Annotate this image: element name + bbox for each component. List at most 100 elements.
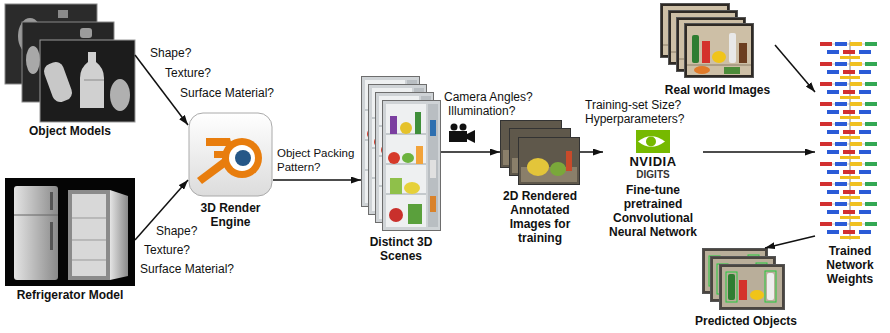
image-spacer: [5, 4, 135, 122]
node-caption: Real world Images: [660, 83, 775, 97]
image-node: Real world Images: [660, 3, 775, 97]
object-models-image-part: [40, 40, 135, 122]
blender-logo-part: [222, 138, 262, 178]
parameter-question: Surface Material?: [140, 262, 234, 276]
node-caption: Refrigerator Model: [5, 288, 135, 302]
predicted-images-stack: [703, 249, 785, 310]
image-node: Trained Network Weights: [815, 40, 885, 286]
refrigerator-model-image-part: [68, 190, 110, 280]
node-caption: Object Models: [5, 124, 135, 138]
flow-arrow: [703, 151, 815, 153]
nvidia-logo-part: [636, 130, 670, 153]
flow-arrow: [580, 151, 603, 153]
image-spacer: [188, 112, 273, 199]
image-spacer: [815, 40, 885, 242]
node-caption: Predicted Objects: [692, 314, 800, 328]
parameter-question: Training-set Size?: [585, 98, 681, 112]
node-caption: 2D Rendered Annotated Images for trainin…: [500, 189, 580, 245]
camera-icon: [449, 124, 475, 144]
image-spacer: [692, 248, 800, 312]
image-node: Predicted Objects: [692, 248, 800, 328]
refrigerator-model-image-part: [5, 178, 135, 286]
refrigerator-model-image-part: [72, 240, 106, 241]
object-models-image-part: [80, 28, 92, 38]
network-graph: [820, 40, 877, 240]
blender-logo-part: [189, 113, 272, 196]
object-models-image-part: [58, 10, 68, 18]
refrigerator-model-image-part: [14, 186, 58, 280]
flow-arrow: [273, 179, 361, 181]
flow-arrow: [775, 45, 815, 92]
flow-arrow: [765, 236, 815, 248]
node-caption: Distinct 3D Scenes: [361, 235, 441, 263]
parameter-question: Texture?: [165, 66, 211, 80]
parameter-question: Shape?: [150, 46, 191, 60]
node-caption: Fine-tune pretrained Convolutional Neura…: [603, 183, 703, 239]
blender-logo: [189, 113, 272, 196]
nvidia-logo-part: [646, 137, 656, 147]
refrigerator-model-image-part: [50, 192, 53, 210]
image-spacer: [603, 128, 703, 154]
camera-icon-part: [467, 130, 475, 143]
image-node: Object Models: [5, 4, 135, 138]
image-spacer: [500, 120, 580, 187]
network-graph-part: [820, 80, 877, 100]
scenes-stack-part: [383, 101, 441, 231]
object-models-image-part: [26, 46, 40, 74]
network-graph-part: [820, 140, 877, 160]
image-node: 2D Rendered Annotated Images for trainin…: [500, 120, 580, 245]
blender-logo-part: [229, 145, 255, 171]
real-world-images-stack-part: [685, 24, 754, 78]
edge-label: Object Packing Pattern?: [277, 146, 359, 174]
nvidia-logo-part: [638, 136, 665, 147]
network-graph-part: [820, 200, 877, 220]
product-name: DIGITS: [603, 169, 703, 181]
object-models-image: [5, 4, 135, 122]
scenes-stack: [362, 77, 441, 231]
flow-arrow: [441, 151, 500, 153]
refrigerator-model-image-part: [72, 218, 106, 219]
parameter-question: Hyperparameters?: [585, 112, 684, 126]
parameter-question: Shape?: [156, 224, 197, 238]
refrigerator-model-image-part: [72, 260, 106, 261]
parameter-question: Illumination?: [448, 104, 515, 118]
node-caption: 3D Render Engine: [188, 201, 273, 229]
refrigerator-model-image-part: [72, 194, 106, 276]
camera-icon-part: [449, 131, 467, 142]
rendered-images-stack: [501, 121, 580, 185]
network-graph-part: [820, 60, 877, 80]
image-spacer: [5, 178, 135, 286]
image-node: 3D Render Engine: [188, 112, 273, 229]
network-graph-part: [820, 100, 877, 120]
object-models-image-part: [110, 79, 130, 111]
refrigerator-model-image-part: [14, 215, 58, 216]
refrigerator-model-image-part: [110, 190, 128, 280]
predicted-images-stack-part: [720, 265, 785, 310]
object-models-image-part: [80, 52, 104, 108]
node-caption: Trained Network Weights: [815, 244, 885, 286]
blender-logo-part: [235, 150, 251, 166]
camera-icon-part: [451, 124, 458, 131]
refrigerator-model-image: [5, 178, 135, 286]
network-graph-part: [820, 160, 877, 180]
network-graph-part: [820, 120, 877, 140]
real-world-images-stack: [661, 4, 754, 78]
refrigerator-model-image-part: [50, 222, 53, 250]
image-node: Distinct 3D Scenes: [361, 76, 441, 263]
camera-icon-part: [460, 124, 467, 131]
parameter-question: Texture?: [144, 243, 190, 257]
parameter-question: Camera Angles?: [444, 90, 533, 104]
image-node: NVIDIADIGITS Fine-tune pretrained Convolu…: [603, 128, 703, 239]
image-spacer: [660, 3, 775, 81]
brand-name: NVIDIA: [603, 154, 703, 169]
parameter-question: Surface Material?: [180, 86, 274, 100]
image-node: Refrigerator Model: [5, 178, 135, 302]
rendered-images-stack-part: [519, 138, 580, 185]
object-models-image-part: [42, 60, 74, 104]
network-graph-part: [820, 40, 877, 60]
network-graph-part: [820, 220, 877, 240]
object-models-image-part: [84, 80, 104, 81]
